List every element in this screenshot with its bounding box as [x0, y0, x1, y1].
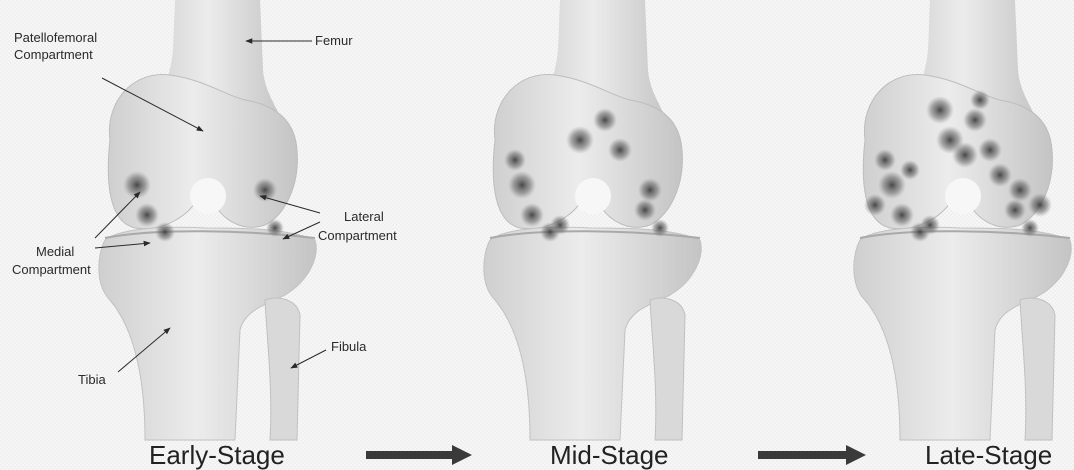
cartilage-damage-spot [1008, 178, 1032, 202]
lateral-label-line1: Lateral [344, 209, 384, 224]
cartilage-damage-spot [593, 108, 617, 132]
cartilage-damage-spot [952, 142, 978, 168]
cartilage-damage-spot [1028, 193, 1052, 217]
stage-label-mid: Mid-Stage [550, 440, 669, 470]
cartilage-damage-spot [920, 215, 940, 235]
cartilage-damage-spot [638, 178, 662, 202]
femur-label: Femur [315, 33, 353, 48]
cartilage-damage-spot [864, 194, 886, 216]
stage-label-early: Early-Stage [149, 440, 285, 470]
cartilage-damage-spot [135, 203, 159, 227]
cartilage-damage-spot [1004, 199, 1026, 221]
cartilage-damage-spot [566, 126, 594, 154]
cartilage-damage-spot [874, 149, 896, 171]
lateral-label-line2: Compartment [318, 228, 397, 243]
medial-label-line2: Compartment [12, 262, 91, 277]
cartilage-damage-spot [266, 219, 284, 237]
tibia-label: Tibia [78, 372, 106, 387]
cartilage-damage-spot [550, 215, 570, 235]
cartilage-damage-spot [520, 203, 544, 227]
cartilage-damage-spot [634, 199, 656, 221]
cartilage-damage-spot [508, 171, 536, 199]
cartilage-damage-spot [155, 222, 175, 242]
cartilage-damage-spot [651, 219, 669, 237]
cartilage-damage-spot [963, 108, 987, 132]
patellofemoral-label-line2: Compartment [14, 47, 93, 62]
cartilage-damage-spot [978, 138, 1002, 162]
cartilage-damage-spot [970, 90, 990, 110]
cartilage-damage-spot [890, 203, 914, 227]
cartilage-damage-spot [608, 138, 632, 162]
cartilage-damage-spot [926, 96, 954, 124]
cartilage-damage-spot [253, 178, 277, 202]
cartilage-damage-spot [900, 160, 920, 180]
cartilage-damage-spot [988, 163, 1012, 187]
stage-label-late: Late-Stage [925, 440, 1052, 470]
cartilage-damage-spot [1021, 219, 1039, 237]
patellofemoral-label-line1: Patellofemoral [14, 30, 97, 45]
medial-label-line1: Medial [36, 244, 74, 259]
fibula-label: Fibula [331, 339, 367, 354]
cartilage-damage-spot [504, 149, 526, 171]
